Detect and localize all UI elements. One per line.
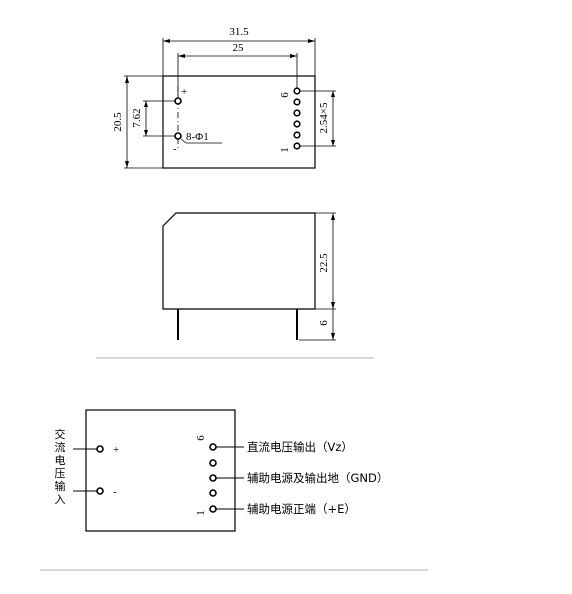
input-label-char: 输 bbox=[55, 479, 66, 493]
output-pin-4 bbox=[293, 109, 301, 117]
schematic-out-pin-3 bbox=[209, 489, 217, 497]
label-vz: 直流电压输出（Vz） bbox=[247, 440, 353, 454]
schematic-plus: + bbox=[113, 444, 119, 456]
minus-sign: - bbox=[173, 143, 177, 155]
arrow-left bbox=[178, 54, 185, 58]
schematic-minus: - bbox=[113, 486, 117, 498]
schematic-body bbox=[85, 409, 236, 532]
hole-note-leader bbox=[180, 138, 187, 144]
arrow-up bbox=[331, 213, 335, 220]
pin-label-6: 6 bbox=[279, 92, 291, 98]
side-view: 22.5 6 bbox=[162, 212, 336, 341]
output-pin-2 bbox=[293, 131, 301, 139]
arrow-right bbox=[308, 39, 315, 43]
dim-height: 20.5 bbox=[112, 112, 124, 132]
dim-output-pitch: 2.54×5 bbox=[318, 102, 330, 133]
input-pin-minus bbox=[174, 132, 182, 140]
dim-lead-length: 6 bbox=[318, 320, 330, 326]
schematic-pin-label-6: 6 bbox=[195, 435, 207, 441]
arrow-down bbox=[144, 130, 148, 136]
dim-input-pitch: 7.62 bbox=[131, 108, 143, 127]
pin-label-1: 1 bbox=[279, 147, 291, 153]
arrow-down bbox=[125, 161, 129, 168]
input-label-char: 电 bbox=[55, 454, 66, 467]
output-pin-3 bbox=[293, 120, 301, 128]
output-pin-5 bbox=[293, 98, 301, 106]
input-label-char: 流 bbox=[55, 440, 66, 454]
input-pin-plus bbox=[174, 97, 182, 105]
arrow-up bbox=[125, 76, 129, 83]
output-pin-1 bbox=[293, 142, 301, 150]
side-view-body bbox=[162, 212, 316, 310]
schematic-out-pin-4 bbox=[209, 474, 217, 482]
top-view: 31.5 25 20.5 7.62 + - 8-Φ1 bbox=[112, 26, 336, 169]
plus-sign: + bbox=[181, 86, 187, 98]
label-pos: 辅助电源正端（+E） bbox=[247, 502, 356, 516]
arrow-left bbox=[163, 39, 170, 43]
top-view-body bbox=[162, 75, 316, 169]
schematic-pin-minus bbox=[96, 487, 104, 495]
hole-note: 8-Φ1 bbox=[186, 131, 209, 143]
dim-pin-span: 25 bbox=[233, 42, 245, 54]
pin-schematic: 交 流 电 压 输 入 + - 6 1 直流电压输出（Vz） 辅助电源及输出地（… bbox=[55, 409, 388, 532]
dim-body-height: 22.5 bbox=[318, 253, 330, 273]
input-label-char: 入 bbox=[55, 493, 66, 506]
arrow-down bbox=[331, 302, 335, 309]
schematic-out-pin-6 bbox=[209, 443, 217, 451]
arrow-right bbox=[290, 54, 297, 58]
arrow-down bbox=[331, 140, 335, 146]
schematic-pin-label-1: 1 bbox=[195, 510, 207, 516]
arrow-up bbox=[144, 101, 148, 107]
arrow-down bbox=[331, 333, 335, 340]
label-gnd: 辅助电源及输出地（GND） bbox=[247, 471, 388, 485]
schematic-out-pin-5 bbox=[209, 459, 217, 467]
schematic-pin-plus bbox=[96, 445, 104, 453]
dim-overall-width: 31.5 bbox=[229, 26, 249, 38]
input-label-char: 压 bbox=[55, 467, 66, 480]
schematic-out-pin-1 bbox=[209, 505, 217, 513]
output-pin-6 bbox=[293, 87, 301, 95]
input-label-char: 交 bbox=[55, 427, 66, 441]
arrow-up bbox=[331, 91, 335, 97]
